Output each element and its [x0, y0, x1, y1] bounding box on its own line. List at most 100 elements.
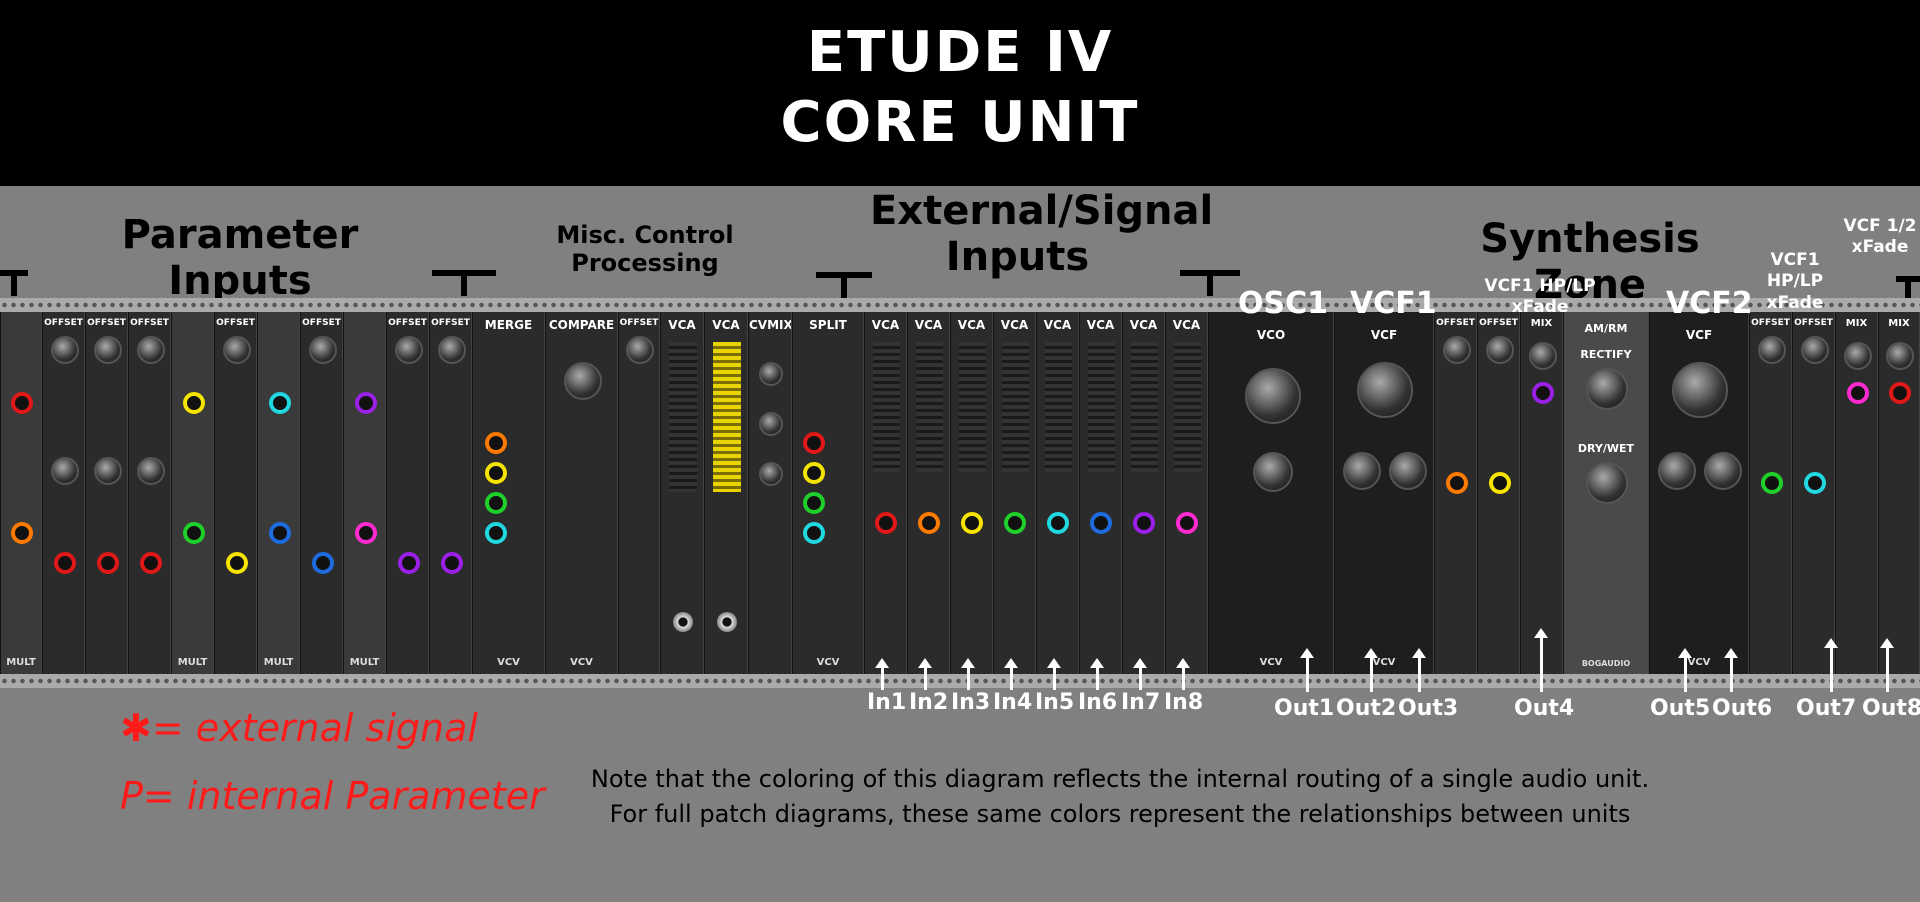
orange-jack[interactable]: [1446, 472, 1468, 494]
offset-module-6: OFFSET: [386, 312, 429, 674]
red-jack[interactable]: [97, 552, 119, 574]
rectify-knob[interactable]: [1586, 368, 1628, 410]
input-label-1: In1: [867, 690, 907, 715]
cvmix-knob-2[interactable]: [759, 412, 783, 436]
red-jack[interactable]: [803, 432, 825, 454]
orange-jack[interactable]: [918, 512, 940, 534]
b-offset-knob[interactable]: [564, 362, 602, 400]
green-jack[interactable]: [1761, 472, 1783, 494]
offset-knob[interactable]: [137, 336, 165, 364]
arrow-out3: [1412, 648, 1426, 692]
split-module: SPLIT VCV: [792, 312, 864, 674]
legend-external: ✱= external signal: [120, 706, 478, 750]
offset-label: OFFSET: [1479, 318, 1518, 328]
mix-knob[interactable]: [1529, 342, 1557, 370]
cutoff-knob[interactable]: [1672, 362, 1728, 418]
drywet-knob[interactable]: [1586, 462, 1628, 504]
offset-knob[interactable]: [1486, 336, 1514, 364]
offset-knob[interactable]: [51, 336, 79, 364]
offset-knob[interactable]: [94, 336, 122, 364]
yellow-jack[interactable]: [183, 392, 205, 414]
offset-label: OFFSET: [87, 318, 126, 328]
red-jack[interactable]: [54, 552, 76, 574]
red-jack[interactable]: [1889, 382, 1911, 404]
vcf1-hplp-xfade-label-2: VCF1 HP/LP xFade: [1740, 250, 1850, 314]
offset-module-4: OFFSET: [214, 312, 257, 674]
vcf12-xfade-label: VCF 1/2 xFade: [1840, 216, 1920, 259]
purple-jack[interactable]: [1532, 382, 1554, 404]
yellow-jack[interactable]: [226, 552, 248, 574]
arrow-out6: [1724, 648, 1738, 692]
cvmix-knob-3[interactable]: [759, 462, 783, 486]
blue-jack[interactable]: [269, 522, 291, 544]
vcf-module-2: VCF VCV: [1649, 312, 1749, 674]
vcf12-line2: xFade: [1851, 237, 1909, 258]
orange-jack[interactable]: [11, 522, 33, 544]
drive-knob[interactable]: [1704, 452, 1742, 490]
offset-knob[interactable]: [438, 336, 466, 364]
freq-knob[interactable]: [1245, 368, 1301, 424]
arrow-in6: [1090, 658, 1104, 690]
green-jack[interactable]: [485, 492, 507, 514]
yellow-jack[interactable]: [803, 462, 825, 484]
green-jack[interactable]: [1004, 512, 1026, 534]
cyan-jack[interactable]: [1047, 512, 1069, 534]
offset-knob[interactable]: [626, 336, 654, 364]
vca-in1: VCA: [864, 312, 907, 674]
offset-knob[interactable]: [1801, 336, 1829, 364]
mix-label: MIX: [1845, 318, 1868, 329]
scale-knob[interactable]: [94, 457, 122, 485]
scale-knob[interactable]: [51, 457, 79, 485]
vca-label: VCA: [712, 318, 740, 332]
cutoff-knob[interactable]: [1357, 362, 1413, 418]
offset-knob[interactable]: [309, 336, 337, 364]
yellow-jack[interactable]: [961, 512, 983, 534]
green-jack[interactable]: [803, 492, 825, 514]
purple-jack[interactable]: [441, 552, 463, 574]
level-meter: [873, 342, 900, 472]
offset-module-3: OFFSET: [128, 312, 171, 674]
purple-jack[interactable]: [398, 552, 420, 574]
vcv-label: VCV: [1259, 657, 1283, 668]
cyan-jack[interactable]: [269, 392, 291, 414]
amrm-module: AM/RM RECTIFY DRY/WET BOGAUDIO: [1563, 312, 1649, 674]
mix-knob[interactable]: [1844, 342, 1872, 370]
green-jack[interactable]: [183, 522, 205, 544]
blue-jack[interactable]: [1090, 512, 1112, 534]
yellow-jack[interactable]: [485, 462, 507, 484]
drive-knob[interactable]: [1389, 452, 1427, 490]
red-jack[interactable]: [140, 552, 162, 574]
res-knob[interactable]: [1343, 452, 1381, 490]
mix-knob[interactable]: [1886, 342, 1914, 370]
res-knob[interactable]: [1658, 452, 1696, 490]
red-jack[interactable]: [11, 392, 33, 414]
vcf1-hplp-line1: VCF1 HP/LP: [1484, 276, 1596, 296]
out-jack[interactable]: [673, 612, 693, 632]
purple-jack[interactable]: [1133, 512, 1155, 534]
bracket-3: [816, 272, 872, 298]
orange-jack[interactable]: [485, 432, 507, 454]
module-rack: MULT OFFSET OFFSET OFFSET MULT OFFSET MU…: [0, 298, 1920, 688]
out-jack[interactable]: [717, 612, 737, 632]
cyan-jack[interactable]: [803, 522, 825, 544]
red-jack[interactable]: [875, 512, 897, 534]
offset-knob[interactable]: [1443, 336, 1471, 364]
yellow-jack[interactable]: [1489, 472, 1511, 494]
purple-jack[interactable]: [355, 392, 377, 414]
cyan-jack[interactable]: [1804, 472, 1826, 494]
scale-knob[interactable]: [137, 457, 165, 485]
blue-jack[interactable]: [312, 552, 334, 574]
cvmix-knob-1[interactable]: [759, 362, 783, 386]
offset-knob[interactable]: [1758, 336, 1786, 364]
offset-knob[interactable]: [395, 336, 423, 364]
magenta-jack[interactable]: [1176, 512, 1198, 534]
input-label-5: In5: [1035, 690, 1075, 715]
xfade-module-3: MIX: [1878, 312, 1920, 674]
cyan-jack[interactable]: [485, 522, 507, 544]
offset-knob[interactable]: [223, 336, 251, 364]
pulse-width-knob[interactable]: [1253, 452, 1293, 492]
magenta-jack[interactable]: [355, 522, 377, 544]
magenta-jack[interactable]: [1847, 382, 1869, 404]
level-meter: [1174, 342, 1201, 472]
heading-parameter-inputs: Parameter Inputs: [121, 212, 359, 304]
